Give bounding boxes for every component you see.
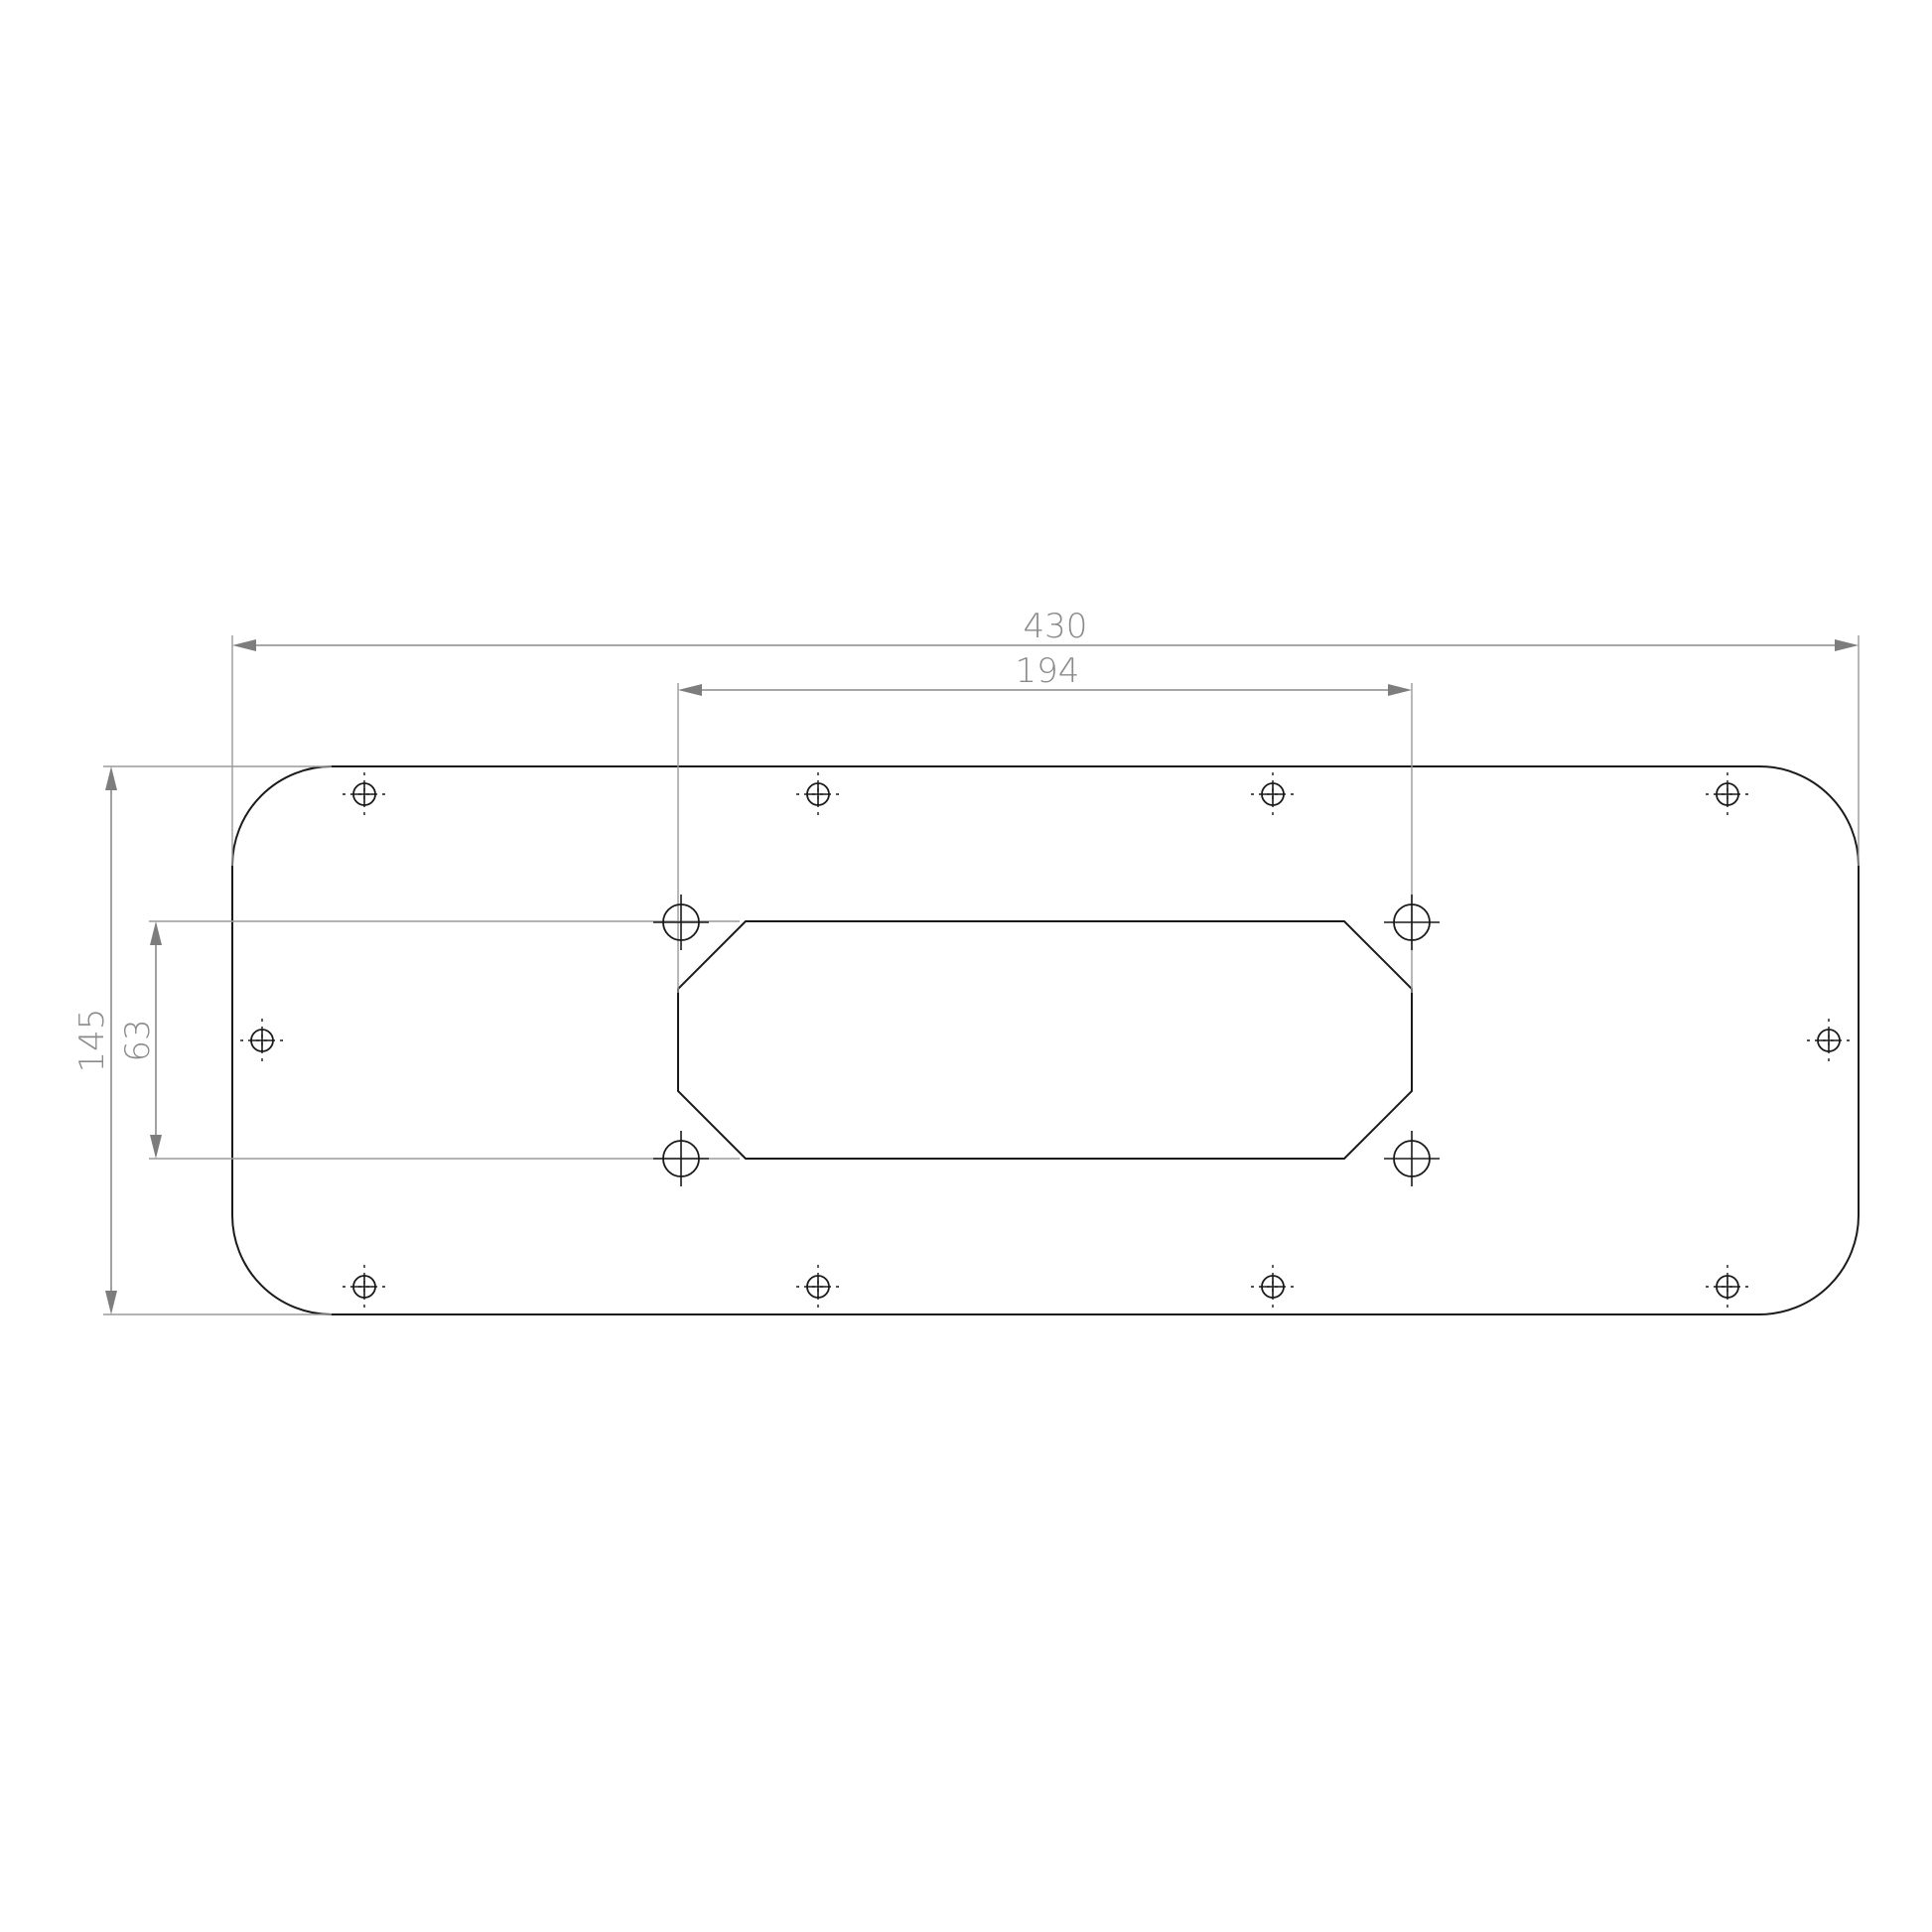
dimension-label-overall-height: 145 (72, 1009, 112, 1073)
mounting-hole-icon (796, 772, 840, 816)
large-hole-icon (1384, 895, 1440, 950)
mounting-hole-icon (1706, 772, 1749, 816)
large-hole-icon (653, 895, 709, 950)
dimension-cutout-height: 63 (118, 920, 740, 1160)
plate-outline (231, 765, 1860, 1315)
dimension-overall-width: 430 (231, 607, 1860, 866)
mounting-hole-icon (1251, 1265, 1295, 1309)
mounting-hole-icon (1251, 772, 1295, 816)
mounting-hole-icon (343, 772, 386, 816)
large-hole-icon (653, 1131, 709, 1186)
dimension-label-cutout-width: 194 (1016, 651, 1080, 691)
mounting-hole-icon (796, 1265, 840, 1309)
octagonal-cutout (677, 920, 1413, 1160)
dimension-label-overall-width: 430 (1024, 607, 1088, 646)
mounting-hole-icon (1706, 1265, 1749, 1309)
mounting-hole-icon (240, 1019, 284, 1062)
dimension-label-cutout-height: 63 (118, 1019, 158, 1061)
large-hole-icon (1384, 1131, 1440, 1186)
mounting-hole-icon (343, 1265, 386, 1309)
small-holes (240, 772, 1851, 1309)
large-holes (653, 895, 1440, 1186)
dimension-overall-height: 145 (72, 765, 332, 1315)
mounting-hole-icon (1807, 1019, 1851, 1062)
dimension-cutout-width: 194 (677, 651, 1413, 993)
